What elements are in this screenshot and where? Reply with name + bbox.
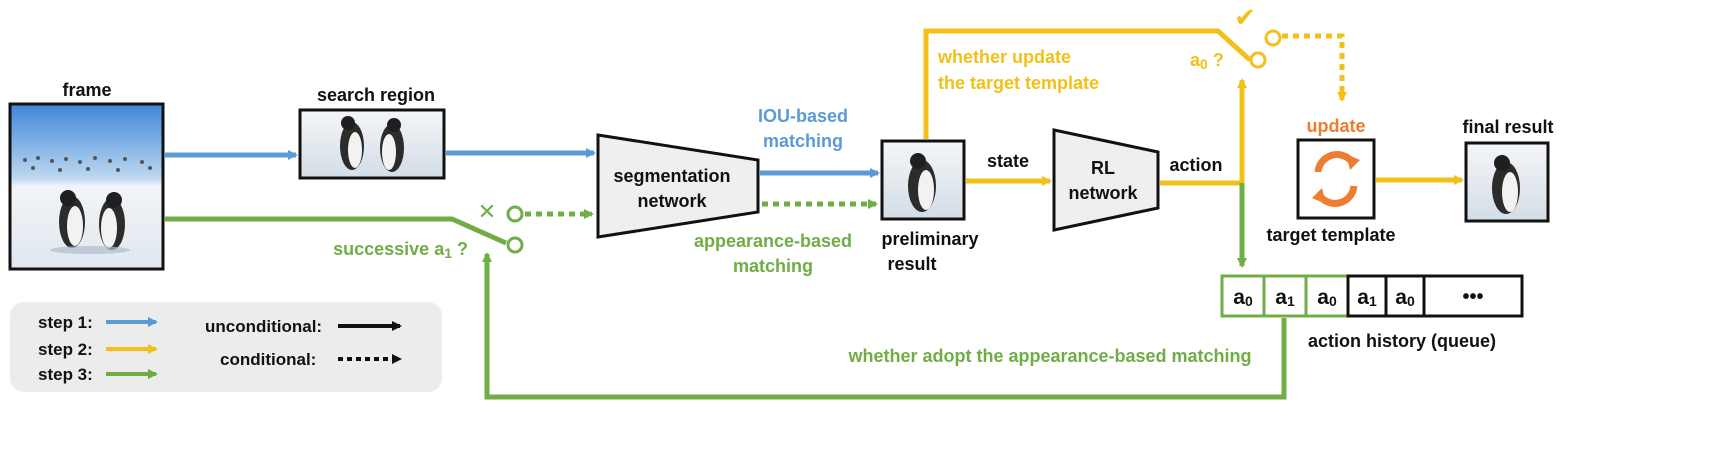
whether-update-label-line1: whether update [937,47,1071,67]
cross-icon: ✕ [478,199,496,224]
svg-text:a0: a0 [1233,286,1253,309]
queue-ellipsis: ••• [1462,286,1483,308]
action-history-label: action history (queue) [1308,331,1496,351]
queue-cell-3 [1304,274,1350,318]
queue-cell-2-letter: a [1275,286,1287,309]
whether-update-label-line2: the target template [938,73,1099,93]
queue-cell-1-sub: 0 [1245,293,1253,309]
frame-image [8,102,165,271]
legend-step3-label: step 3: [38,365,93,384]
switch-node-a0-upper [1264,29,1282,47]
legend-conditional-label: conditional: [220,350,316,369]
search-region-label: search region [317,85,435,105]
frame-label: frame [62,80,111,100]
appearance-label-line1: appearance-based [694,231,852,251]
svg-text:a0: a0 [1317,286,1337,309]
legend: step 1: step 2: step 3: unconditional: c… [10,302,442,392]
target-template-block [1296,138,1376,220]
feedback-loop-arrow [482,252,1287,400]
check-icon: ✔ [1234,2,1256,32]
appearance-label-line2: matching [733,256,813,276]
state-label: state [987,151,1029,171]
legend-unconditional-label: unconditional: [205,317,322,336]
queue-cell-1-letter: a [1233,286,1245,309]
preliminary-result-image [880,139,966,221]
switch-node-a1-upper [506,205,524,223]
update-label: update [1306,116,1365,136]
svg-text:a1: a1 [1275,286,1295,309]
rl-label-line1: RL [1091,158,1115,178]
svg-text:a0: a0 [1395,286,1415,309]
queue-cell-2-sub: 1 [1287,293,1295,309]
queue-cell-4-letter: a [1357,286,1369,309]
queue-cell-5-letter: a [1395,286,1407,309]
svg-text:a1: a1 [1357,286,1377,309]
segmentation-label-line2: network [637,191,707,211]
final-result-image [1464,141,1550,223]
iou-label-line2: matching [763,131,843,151]
rl-label-line2: network [1068,183,1138,203]
queue-cell-5 [1384,274,1426,318]
preliminary-up-line [923,28,1252,139]
successive-a1-label: successive a1 ? [333,239,468,261]
svg-text:•••: ••• [1462,286,1483,308]
switch-node-a1-lower [506,236,524,254]
queue-cell-1 [1220,274,1266,318]
segmentation-label-line1: segmentation [613,166,730,186]
iou-label-line1: IOU-based [758,106,848,126]
rl-network-block [1052,128,1160,232]
segmentation-network-block [596,133,760,239]
frame-to-switch-line [165,216,508,246]
action-history-queue: a0 a1 a0 a1 a0 ••• [1220,274,1524,318]
whether-adopt-label: whether adopt the appearance-based match… [847,346,1251,366]
update-dotted-arrow [1282,33,1347,102]
action-label: action [1169,155,1222,175]
queue-cell-5-sub: 0 [1407,293,1415,309]
legend-step2-label: step 2: [38,340,93,359]
final-result-label: final result [1462,117,1553,137]
legend-step1-label: step 1: [38,313,93,332]
queue-cell-4-sub: 1 [1369,293,1377,309]
queue-cell-3-letter: a [1317,286,1329,309]
queue-cell-6 [1422,274,1524,318]
a0-question-label: a0 ? [1190,50,1224,72]
preliminary-label-line2: result [887,254,936,274]
queue-cell-3-sub: 0 [1329,293,1337,309]
target-template-label: target template [1266,225,1395,245]
switch-node-a0-lower [1249,51,1267,69]
search-region-image [298,108,446,180]
preliminary-label-line1: preliminary [881,229,978,249]
